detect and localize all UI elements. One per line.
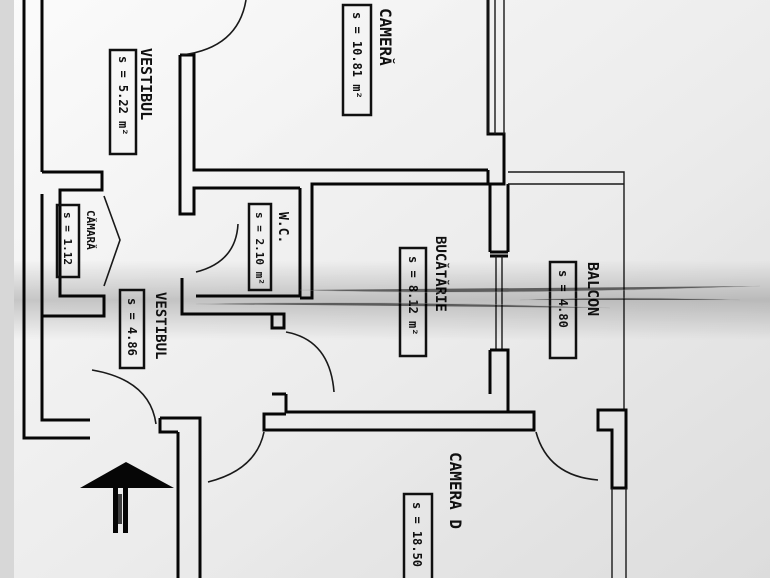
- wall-kitchen-right-low: [488, 348, 510, 412]
- room-camera-top: CAMERĂ s = 10.81 m²: [341, 3, 395, 117]
- room-wc-area: s = 2.10 m²: [253, 212, 266, 285]
- wall-kitchen-right: [488, 184, 510, 258]
- room-vestibul-top-area-box: [108, 48, 138, 156]
- door-camera-bottom: [207, 431, 265, 483]
- balcon-rail-bottom: [611, 488, 627, 578]
- door-kitchen: [285, 331, 335, 393]
- room-bucatarie-area: s = 8.12 m²: [406, 256, 420, 335]
- room-vestibul-top: VESTIBUL s = 5.22 m²: [108, 48, 155, 156]
- room-wc-name: W.C.: [275, 212, 290, 243]
- room-balcon-area-box: [548, 260, 578, 360]
- room-wc-area-box: [247, 202, 273, 292]
- room-camara-area: s = 1.12: [61, 212, 74, 265]
- window-kitchen: [495, 256, 503, 350]
- room-vestibul-mid-area-box: [118, 288, 146, 370]
- room-vestibul-mid: VESTIBUL s = 4.86: [118, 288, 168, 370]
- wall-entrance-jamb: [160, 416, 202, 578]
- room-camera-bottom-name: CAMERA D: [446, 452, 465, 529]
- wall-wc-right: [300, 184, 314, 300]
- door-balcon: [535, 431, 599, 481]
- room-camera-top-name: CAMERĂ: [376, 8, 395, 66]
- room-camara-name: CĂMARĂ: [84, 210, 97, 250]
- room-camara-area-box: [55, 203, 81, 279]
- room-vestibul-mid-area: s = 4.86: [125, 298, 139, 356]
- wall-entrance-cap: [158, 418, 178, 434]
- door-camara: [103, 195, 121, 287]
- door-wc: [195, 223, 239, 273]
- scan-noise: [195, 285, 761, 309]
- room-vestibul-top-area: s = 5.22 m²: [116, 56, 130, 135]
- paper-edge-left: [0, 0, 14, 578]
- room-bucatarie-name: BUCĂTĂRIE: [432, 236, 450, 312]
- room-camera-bottom-area: s = 18.50: [410, 502, 424, 567]
- wall-left-outer: [22, 0, 90, 440]
- wall-left-inner: [40, 0, 90, 422]
- wall-kitchen-bottom: [262, 394, 536, 432]
- room-wc: W.C. s = 2.10 m²: [247, 202, 290, 292]
- entrance-arrow-icon: [80, 462, 174, 533]
- room-camara: CĂMARĂ s = 1.12: [55, 203, 97, 279]
- room-camera-top-area-box: [341, 3, 373, 117]
- wall-wc: [180, 188, 302, 330]
- window-top-right: [487, 0, 505, 134]
- room-camera-top-area: s = 10.81 m²: [350, 12, 364, 99]
- doors: [91, 0, 599, 483]
- room-camera-bottom-area-box: [402, 492, 434, 578]
- room-camera-bottom: CAMERA D s = 18.50: [402, 452, 465, 578]
- room-vestibul-top-name: VESTIBUL: [137, 48, 155, 120]
- room-bucatarie-area-box: [398, 246, 428, 358]
- room-bucatarie: BUCĂTĂRIE s = 8.12 m²: [398, 236, 450, 358]
- wall-camara: [42, 170, 106, 318]
- walls: [22, 0, 628, 578]
- room-vestibul-mid-name: VESTIBUL: [152, 292, 168, 359]
- door-vestibul: [91, 369, 157, 425]
- door-camera-top: [181, 0, 247, 56]
